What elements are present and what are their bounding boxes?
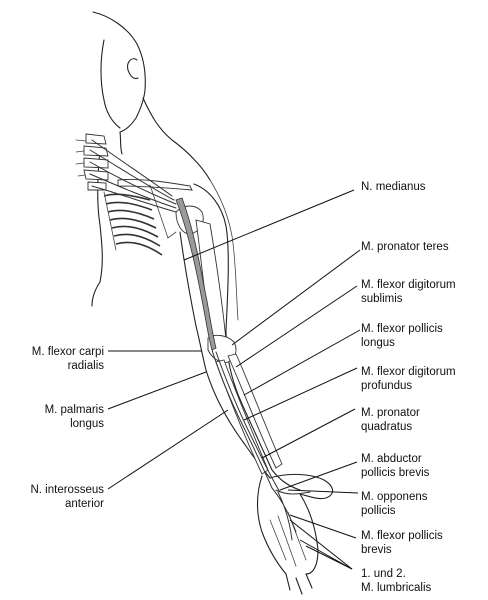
label-flexor-pollicis-longus-2: longus: [361, 337, 395, 349]
cervical-spine: [76, 134, 108, 190]
label-flexor-digitorum-profundus-2: profundus: [361, 380, 412, 392]
label-flexor-carpi-radialis-2: radialis: [68, 360, 105, 372]
label-palmaris-longus-2: longus: [70, 418, 104, 430]
label-opponens-pollicis-1: M. opponens: [361, 491, 428, 503]
label-abductor-pollicis-brevis-1: M. abductor: [361, 453, 422, 465]
label-pronator-quadratus-2: quadratus: [361, 421, 412, 433]
label-lumbricalis-1: 1. und 2.: [361, 568, 406, 580]
label-flexor-digitorum-sublimis-2: sublimis: [361, 293, 403, 305]
label-opponens-pollicis-2: pollicis: [361, 505, 396, 517]
label-flexor-pollicis-longus-1: M. flexor pollicis: [361, 323, 443, 335]
label-pronator-quadratus-1: M. pronator: [361, 407, 420, 419]
forearm-bones: [216, 354, 282, 474]
label-pronator-teres: M. pronator teres: [361, 241, 449, 253]
label-flexor-digitorum-profundus-1: M. flexor digitorum: [361, 366, 456, 378]
label-n-medianus: N. medianus: [361, 181, 426, 193]
label-abductor-pollicis-brevis-2: pollicis brevis: [361, 467, 430, 479]
label-flexor-digitorum-sublimis-1: M. flexor digitorum: [361, 279, 456, 291]
label-lumbricalis-2: M. lumbricalis: [361, 582, 432, 594]
label-interosseus-anterior-1: N. interosseus: [30, 484, 104, 496]
label-flexor-carpi-radialis-1: M. flexor carpi: [32, 346, 104, 358]
hand-outline: [258, 474, 333, 594]
head-outline: [93, 12, 210, 180]
label-palmaris-longus-1: M. palmaris: [45, 404, 105, 416]
label-interosseus-anterior-2: anterior: [65, 498, 104, 510]
rib-cage: [104, 192, 162, 255]
label-flexor-pollicis-brevis-1: M. flexor pollicis: [361, 530, 443, 542]
label-flexor-pollicis-brevis-2: brevis: [361, 544, 392, 556]
